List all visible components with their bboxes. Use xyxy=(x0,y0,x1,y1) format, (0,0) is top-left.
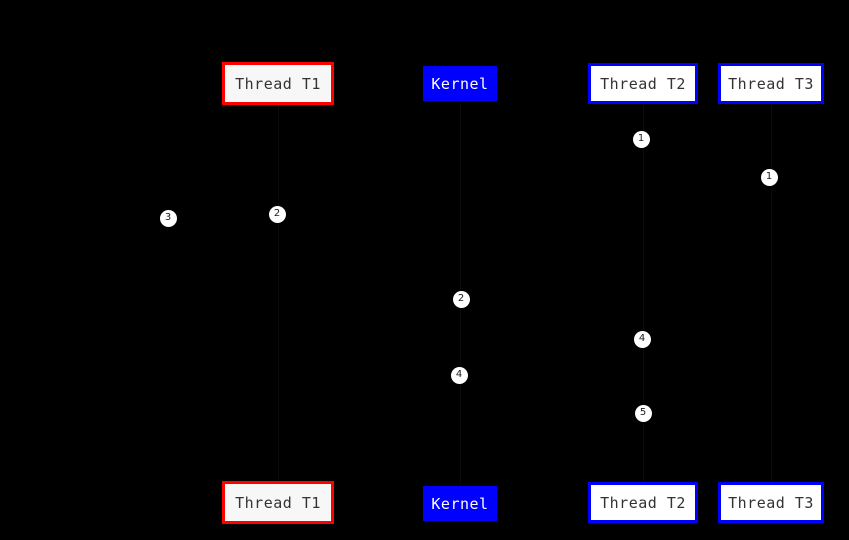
participant-thread-t1-top[interactable]: Thread T1 xyxy=(222,62,334,105)
participant-thread-t3-top[interactable]: Thread T3 xyxy=(718,63,824,104)
participant-thread-t3-bottom[interactable]: Thread T3 xyxy=(718,482,824,523)
lifeline-thread-t1 xyxy=(278,105,279,481)
participant-thread-t2-top[interactable]: Thread T2 xyxy=(588,63,698,104)
participant-label: Thread T2 xyxy=(600,74,686,93)
step-marker: 4 xyxy=(450,366,468,384)
step-marker: 1 xyxy=(760,168,778,186)
participant-thread-t1-bottom[interactable]: Thread T1 xyxy=(222,481,334,524)
step-marker: 1 xyxy=(632,130,650,148)
participant-label: Thread T3 xyxy=(728,493,814,512)
step-marker: 2 xyxy=(452,290,470,308)
participant-label: Kernel xyxy=(431,494,489,513)
participant-label: Thread T1 xyxy=(235,493,321,512)
step-marker: 3 xyxy=(159,209,177,227)
participant-label: Thread T3 xyxy=(728,74,814,93)
lifeline-thread-t3 xyxy=(771,104,772,482)
participant-label: Thread T2 xyxy=(600,493,686,512)
step-marker: 5 xyxy=(634,404,652,422)
participant-label: Thread T1 xyxy=(235,74,321,93)
participant-kernel-bottom[interactable]: Kernel xyxy=(423,486,497,521)
participant-thread-t2-bottom[interactable]: Thread T2 xyxy=(588,482,698,523)
participant-kernel-top[interactable]: Kernel xyxy=(423,66,497,101)
lifeline-thread-t2 xyxy=(643,104,644,482)
step-marker: 2 xyxy=(268,205,286,223)
participant-label: Kernel xyxy=(431,74,489,93)
step-marker: 4 xyxy=(633,330,651,348)
